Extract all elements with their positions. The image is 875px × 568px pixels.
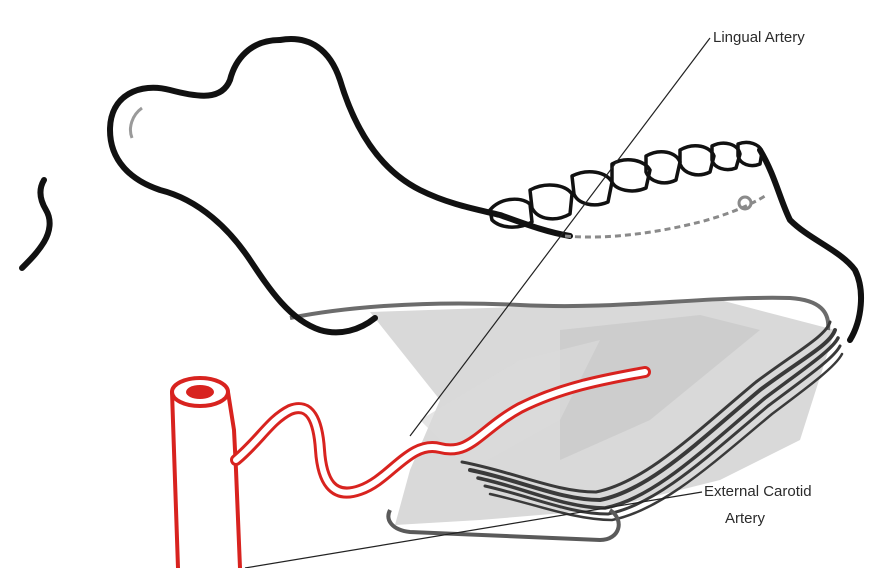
alveolar-ridge <box>565 196 765 237</box>
external-carotid-label-line1: External Carotid <box>704 481 812 502</box>
lingual-artery-label: Lingual Artery <box>713 27 805 48</box>
external-carotid-label-line2: Artery <box>725 508 765 529</box>
ear-curve-icon <box>22 180 50 268</box>
external-carotid-artery <box>172 378 240 568</box>
mandible-upper-outline <box>280 39 570 236</box>
mandible-outline <box>110 40 375 332</box>
condyle-mark <box>130 108 142 138</box>
teeth <box>490 142 762 227</box>
mandible-front-outline <box>760 150 861 340</box>
